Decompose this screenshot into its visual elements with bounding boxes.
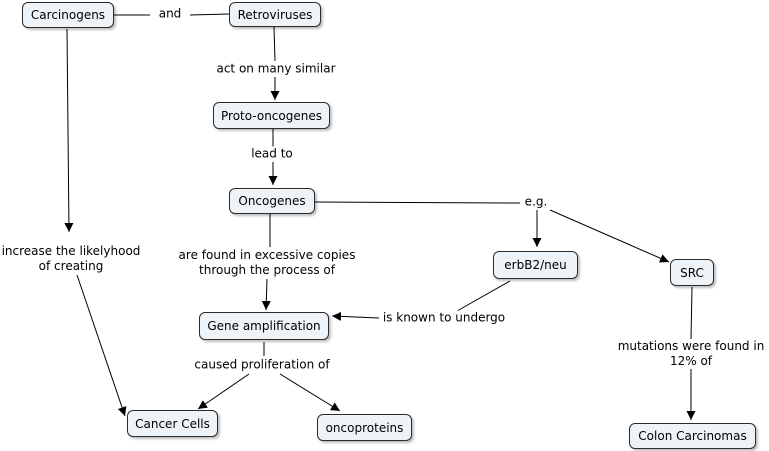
arrow-eg-src xyxy=(549,209,670,263)
link-label-mutations: mutations were found in 12% of xyxy=(615,339,767,369)
line-carcinogens-increase xyxy=(64,28,74,233)
link-label-lead-to: lead to xyxy=(249,146,295,162)
node-retroviruses[interactable]: Retroviruses xyxy=(229,2,321,27)
arrow-found-geneamp xyxy=(261,278,271,311)
line-src-mutations xyxy=(690,286,693,340)
arrow-caused-oncoproteins xyxy=(279,373,341,412)
node-gene-amplification[interactable]: Gene amplification xyxy=(199,312,329,340)
link-label-found: are found in excessive copies through th… xyxy=(176,248,358,278)
link-label-caused: caused proliferation of xyxy=(192,357,332,373)
link-label-found-line2: through the process of xyxy=(199,263,335,277)
link-label-known-to: is known to undergo xyxy=(380,310,508,326)
link-label-mutations-line1: mutations were found in xyxy=(617,339,765,353)
link-label-act-on: act on many similar xyxy=(214,61,338,77)
line-and-retroviruses xyxy=(189,13,230,16)
line-oncogenes-eg xyxy=(314,201,521,204)
node-cancer-cells[interactable]: Cancer Cells xyxy=(127,410,218,437)
link-label-mutations-line2: 12% of xyxy=(669,354,713,368)
node-oncogenes[interactable]: Oncogenes xyxy=(229,188,315,214)
line-retroviruses-acton xyxy=(273,26,276,62)
link-label-eg: e.g. xyxy=(522,194,550,210)
link-label-found-line1: are found in excessive copies xyxy=(178,248,356,262)
node-oncoproteins[interactable]: oncoproteins xyxy=(317,414,412,441)
node-erbb2-neu[interactable]: erbB2/neu xyxy=(493,251,578,279)
node-carcinogens[interactable]: Carcinogens xyxy=(22,2,114,28)
arrow-knownto-geneamp xyxy=(331,311,380,321)
link-label-and: and xyxy=(156,6,184,22)
line-erbb2-knownto xyxy=(456,280,511,312)
arrow-increase-cancercells xyxy=(76,274,127,417)
link-label-increase-line2: of creating xyxy=(38,259,104,273)
arrow-caused-cancercells xyxy=(197,373,250,410)
node-src[interactable]: SRC xyxy=(670,259,714,286)
link-label-increase-line1: increase the likelyhood xyxy=(1,244,141,258)
node-colon-carcinomas[interactable]: Colon Carcinomas xyxy=(629,423,756,449)
node-proto-oncogenes[interactable]: Proto-oncogenes xyxy=(213,102,330,129)
link-label-increase: increase the likelyhood of creating xyxy=(0,244,143,274)
